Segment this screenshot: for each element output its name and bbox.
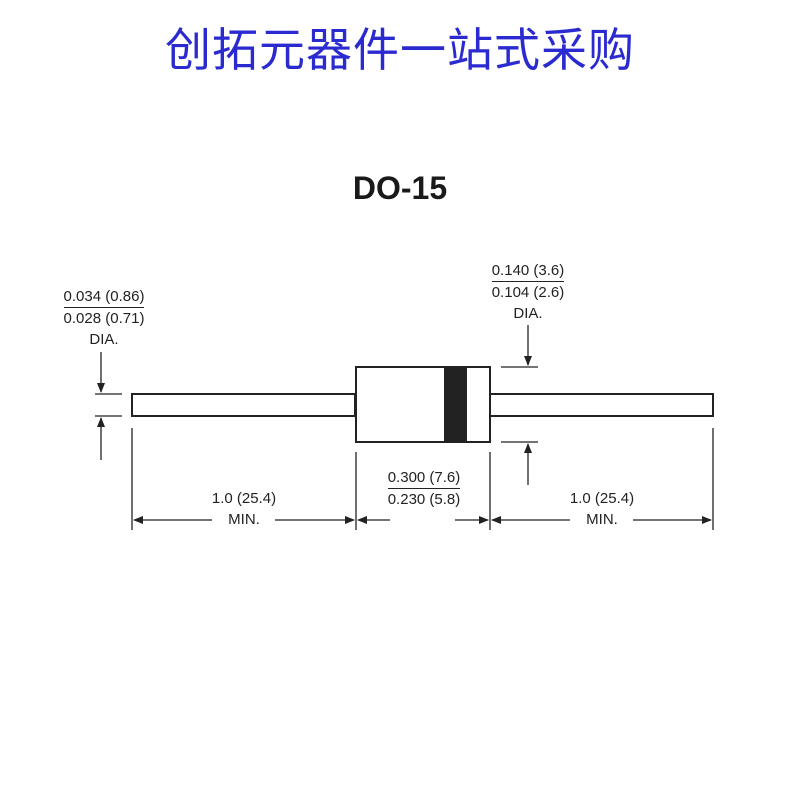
left-lead-len-suffix: MIN. bbox=[228, 511, 260, 528]
right-lead-length-label: 1.0 (25.4) MIN. bbox=[552, 488, 652, 530]
body-dia-min: 0.104 (2.6) bbox=[491, 284, 565, 301]
banner-title: 创拓元器件一站式采购 bbox=[165, 23, 635, 77]
lead-diameter-label: 0.034 (0.86) 0.028 (0.71) DIA. bbox=[48, 286, 160, 350]
body-len-max: 0.300 (7.6) bbox=[387, 467, 461, 489]
lead-dia-max: 0.034 (0.86) bbox=[63, 286, 145, 308]
body-length-label: 0.300 (7.6) 0.230 (5.8) bbox=[372, 467, 476, 510]
body-diameter-label: 0.140 (3.6) 0.104 (2.6) DIA. bbox=[478, 260, 578, 324]
right-lead-len-suffix: MIN. bbox=[586, 511, 618, 528]
left-lead-length-label: 1.0 (25.4) MIN. bbox=[194, 488, 294, 530]
cathode-band bbox=[444, 368, 467, 441]
lead-dia-min: 0.028 (0.71) bbox=[63, 310, 145, 327]
diode-body bbox=[355, 366, 491, 443]
left-lead-len-value: 1.0 (25.4) bbox=[211, 490, 277, 507]
right-lead-len-value: 1.0 (25.4) bbox=[569, 490, 635, 507]
right-lead bbox=[489, 393, 714, 417]
left-lead bbox=[131, 393, 356, 417]
lead-dia-suffix: DIA. bbox=[89, 331, 119, 348]
body-dia-suffix: DIA. bbox=[513, 305, 543, 322]
body-len-min: 0.230 (5.8) bbox=[387, 491, 461, 508]
package-title: DO-15 bbox=[352, 170, 448, 206]
body-dia-max: 0.140 (3.6) bbox=[491, 260, 565, 282]
